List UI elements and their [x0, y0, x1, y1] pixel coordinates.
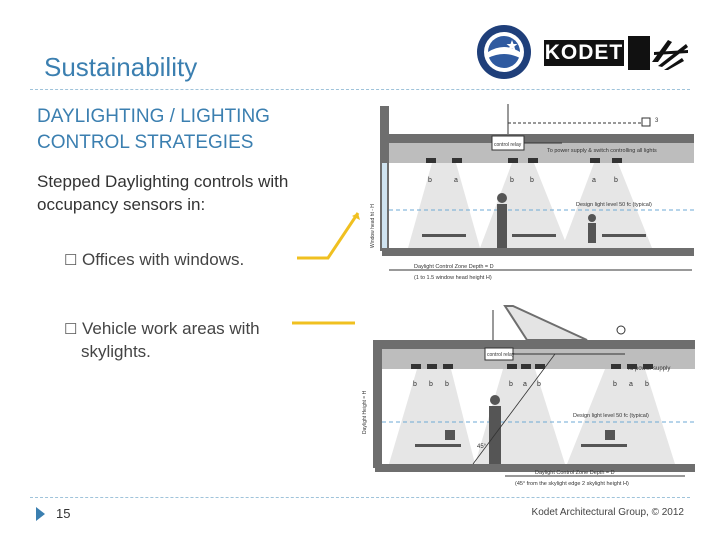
slide-title: DAYLIGHTING / LIGHTING CONTROL STRATEGIE…: [37, 104, 357, 156]
office-power-note: To power supply & switch controlling all…: [547, 148, 657, 154]
subtitle-line-1: Stepped Daylighting controls with: [37, 172, 289, 191]
page-number: 15: [56, 506, 71, 521]
checkbox-bullet-icon: ☐: [64, 321, 78, 338]
subtitle-line-2: occupancy sensors in:: [37, 195, 206, 214]
bullet-text: Vehicle work areas with: [82, 319, 260, 338]
fixture-label: b: [509, 381, 513, 388]
fixture-label: b: [428, 177, 432, 184]
vehicle-skylight-height: Daylight Height = H: [362, 390, 368, 434]
university-seal-logo: [477, 25, 531, 79]
checkbox-bullet-icon: ☐: [64, 252, 78, 269]
fixture-label: a: [592, 177, 596, 184]
office-design-light: Design light level 50 fc (typical): [576, 202, 652, 208]
vehicle-area-daylighting-diagram: control relay To power supply b b b b a …: [355, 304, 695, 488]
fixture-label: b: [510, 177, 514, 184]
fixture-label: b: [429, 381, 433, 388]
office-zone-depth: Daylight Control Zone Depth = D: [414, 264, 494, 270]
page-arrow-icon: [36, 507, 45, 521]
vehicle-zone-depth: Daylight Control Zone Depth = D: [535, 470, 615, 476]
kodet-mark-logo: [628, 36, 688, 70]
office-window-head: Window head ht - H: [370, 204, 376, 248]
fixture-label: a: [523, 381, 527, 388]
slide-title-line-2: CONTROL STRATEGIES: [37, 132, 254, 153]
vehicle-design-light: Design light level 50 fc (typical): [573, 413, 649, 419]
kodet-logo: KODET: [544, 40, 624, 66]
fixture-label: b: [645, 381, 649, 388]
fixture-label: b: [445, 381, 449, 388]
slide-subtitle: Stepped Daylighting controls with occupa…: [37, 170, 357, 216]
copyright-footer: Kodet Architectural Group, © 2012: [531, 507, 684, 518]
slide-title-line-1: DAYLIGHTING / LIGHTING: [37, 106, 270, 127]
bullet-text: Offices with windows.: [82, 250, 245, 269]
office-sensor-number: 3: [655, 118, 659, 124]
vehicle-relay-label: control relay: [487, 352, 515, 358]
bullet-text-continuation: skylights.: [81, 342, 151, 361]
office-zone-note: (1 to 1.5 window head height H): [414, 275, 492, 281]
office-relay-label: control relay: [494, 142, 522, 148]
fixture-label: b: [537, 381, 541, 388]
header-title: Sustainability: [44, 52, 198, 82]
fixture-label: a: [454, 177, 458, 184]
top-divider: [30, 89, 690, 90]
bullet-vehicle-areas: ☐Vehicle work areas with skylights.: [64, 318, 324, 363]
fixture-label: b: [413, 381, 417, 388]
fixture-label: b: [613, 381, 617, 388]
bottom-divider: [30, 497, 690, 498]
fixture-label: b: [614, 177, 618, 184]
fixture-label: b: [530, 177, 534, 184]
vehicle-zone-note: (45° from the skylight edge 2 skylight h…: [515, 481, 629, 487]
fixture-label: a: [629, 381, 633, 388]
office-daylighting-diagram: control relay To power supply & switch c…: [362, 98, 694, 294]
vehicle-angle: 45°: [477, 444, 487, 450]
bullet-offices: ☐Offices with windows.: [64, 249, 324, 272]
